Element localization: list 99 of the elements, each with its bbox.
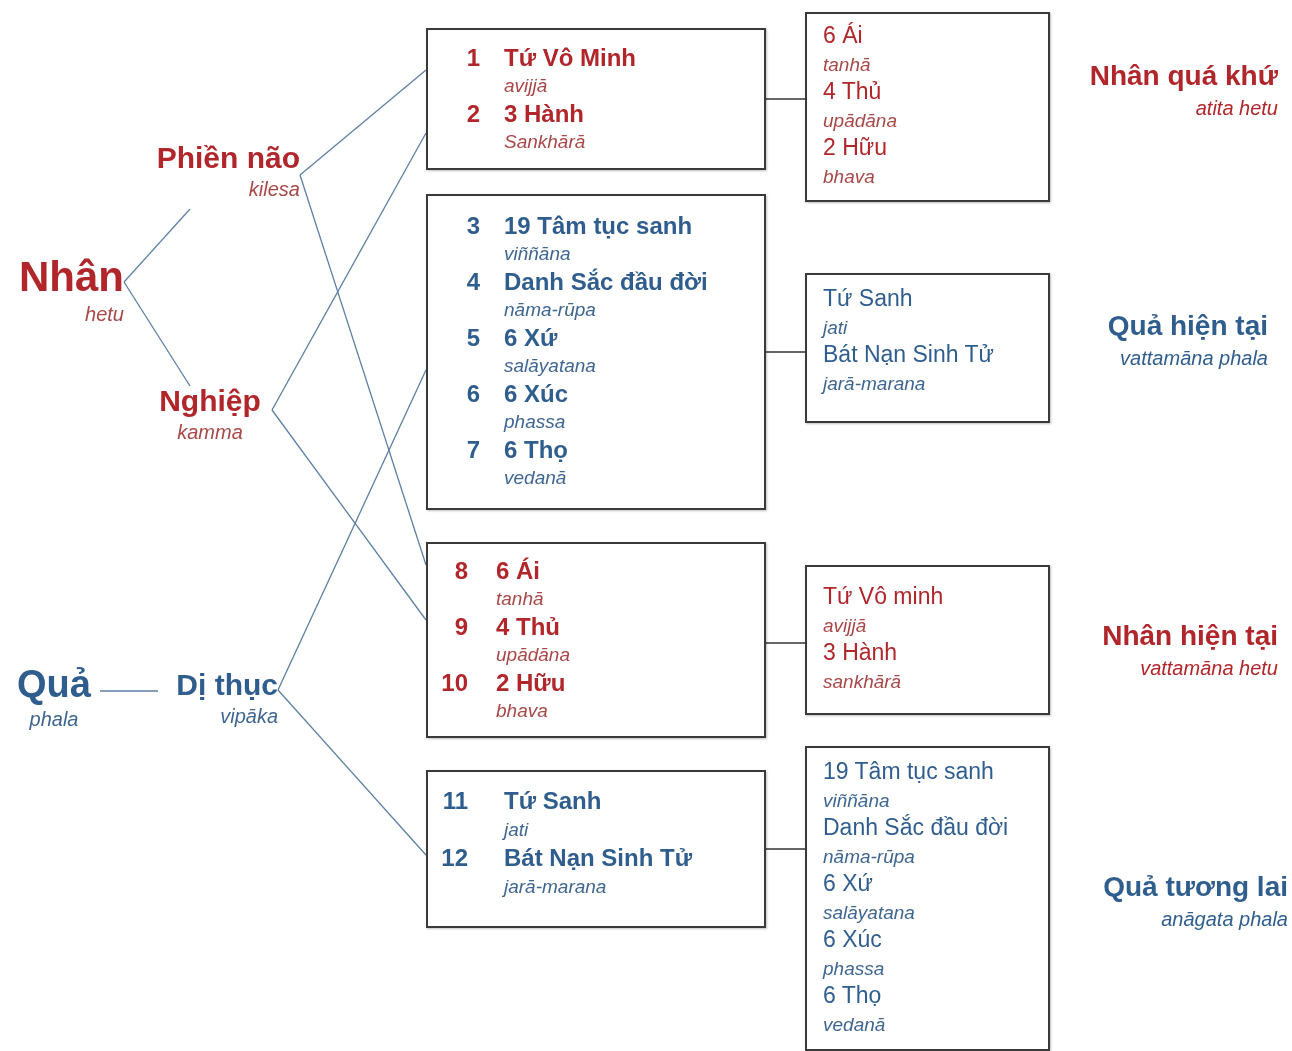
pali-term: vedanā [504, 468, 567, 487]
term-text: 3 Hành [504, 102, 584, 126]
heading-text: Nhân [18, 256, 124, 298]
step-number: 11 [441, 789, 468, 813]
connector-line [123, 208, 191, 283]
term-box [805, 746, 1050, 1051]
pali-term: jarā-marana [823, 374, 926, 393]
term-text: 2 Hữu [823, 136, 887, 159]
connector-line [123, 281, 191, 387]
pali-term: kilesa [247, 179, 300, 199]
term-box [426, 28, 766, 170]
connector-line [277, 689, 427, 856]
term-box [805, 12, 1050, 202]
term-text: Bát Nạn Sinh Tử [823, 343, 994, 366]
heading-text: Nghiệp [158, 386, 262, 416]
pali-term: viññāna [504, 244, 571, 263]
step-number: 7 [465, 438, 480, 462]
connector-line [299, 69, 427, 176]
term-text: 3 Hành [823, 641, 898, 664]
term-text: 6 Thọ [504, 438, 568, 462]
pali-term: upādāna [823, 111, 897, 130]
term-text: Danh Sắc đầu đời [504, 270, 708, 294]
step-number: 1 [465, 46, 480, 70]
group-title: Nhân hiện tại [1101, 622, 1278, 650]
step-number: 4 [465, 270, 480, 294]
step-number: 3 [465, 214, 480, 238]
term-text: Tứ Sanh [504, 789, 602, 813]
step-number: 9 [453, 615, 468, 639]
group-subtitle: atita hetu [1194, 98, 1278, 118]
step-number: 8 [453, 559, 468, 583]
term-box [426, 770, 766, 928]
pali-term: phala [28, 709, 80, 729]
term-text: 6 Ái [496, 559, 540, 583]
pali-term: phassa [823, 959, 885, 978]
pali-term: vipāka [219, 706, 278, 726]
group-subtitle: vattamāna phala [1119, 348, 1268, 368]
step-number: 5 [465, 326, 480, 350]
pali-term: nāma-rūpa [823, 847, 915, 866]
connector-line [765, 848, 806, 850]
pali-term: vedanā [823, 1015, 886, 1034]
connector-line [765, 98, 806, 100]
step-number: 12 [440, 846, 468, 870]
term-text: 4 Thủ [823, 80, 882, 103]
connector-line [99, 690, 159, 692]
group-title: Quả hiện tại [1106, 312, 1268, 340]
connector-line [271, 132, 427, 411]
term-text: 6 Xúc [823, 928, 882, 951]
connector-line [299, 174, 427, 566]
pali-term: tanhā [823, 55, 871, 74]
pali-term: bhava [496, 701, 548, 720]
group-subtitle: vattamāna hetu [1139, 658, 1278, 678]
group-subtitle: anāgata phala [1160, 909, 1288, 929]
connector-line [277, 369, 427, 691]
term-text: Tứ Vô minh [823, 585, 944, 608]
term-text: 6 Ái [823, 24, 863, 47]
term-text: Danh Sắc đầu đời [823, 816, 1009, 839]
pali-term: Sankhārā [504, 132, 586, 151]
term-box [426, 542, 766, 738]
term-text: 4 Thủ [496, 615, 560, 639]
group-title: Nhân quá khứ [1088, 62, 1278, 90]
term-box [805, 565, 1050, 715]
pali-term: phassa [504, 412, 566, 431]
term-text: Tứ Vô Minh [504, 46, 637, 70]
pali-term: kamma [176, 422, 244, 442]
pali-term: nāma-rūpa [504, 300, 596, 319]
connector-line [765, 351, 806, 353]
step-number: 10 [440, 671, 468, 695]
term-text: Bát Nạn Sinh Tử [504, 846, 693, 870]
pali-term: jati [823, 318, 848, 337]
pali-term: sankhārā [823, 672, 902, 691]
heading-text: Phiền não [155, 143, 300, 173]
term-text: 6 Xứ [823, 872, 873, 895]
pali-term: jarā-marana [504, 876, 607, 896]
term-box [805, 273, 1050, 423]
term-text: 2 Hữu [496, 671, 566, 695]
term-text: 19 Tâm tục sanh [823, 760, 994, 783]
connector-line [765, 642, 806, 644]
term-text: 19 Tâm tục sanh [504, 214, 693, 238]
pali-term: salāyatana [504, 356, 596, 375]
term-text: 6 Thọ [823, 984, 882, 1007]
group-title: Quả tương lai [1102, 873, 1288, 901]
term-text: 6 Xúc [504, 382, 569, 406]
connector-line [271, 409, 427, 621]
pali-term: avijjā [504, 76, 548, 95]
pali-term: bhava [823, 167, 875, 186]
term-text: Tứ Sanh [823, 287, 913, 310]
pali-term: upādāna [496, 645, 570, 664]
pali-term: avijjā [823, 616, 867, 635]
heading-text: Dị thục [175, 670, 278, 700]
pali-term: viññāna [823, 791, 890, 810]
step-number: 2 [465, 102, 480, 126]
term-box [426, 194, 766, 510]
step-number: 6 [465, 382, 480, 406]
pali-term: jati [504, 819, 529, 839]
pali-term: tanhā [496, 589, 544, 608]
pali-term: hetu [84, 304, 124, 324]
pali-term: salāyatana [823, 903, 915, 922]
term-text: 6 Xứ [504, 326, 558, 350]
heading-text: Quả [16, 665, 92, 703]
